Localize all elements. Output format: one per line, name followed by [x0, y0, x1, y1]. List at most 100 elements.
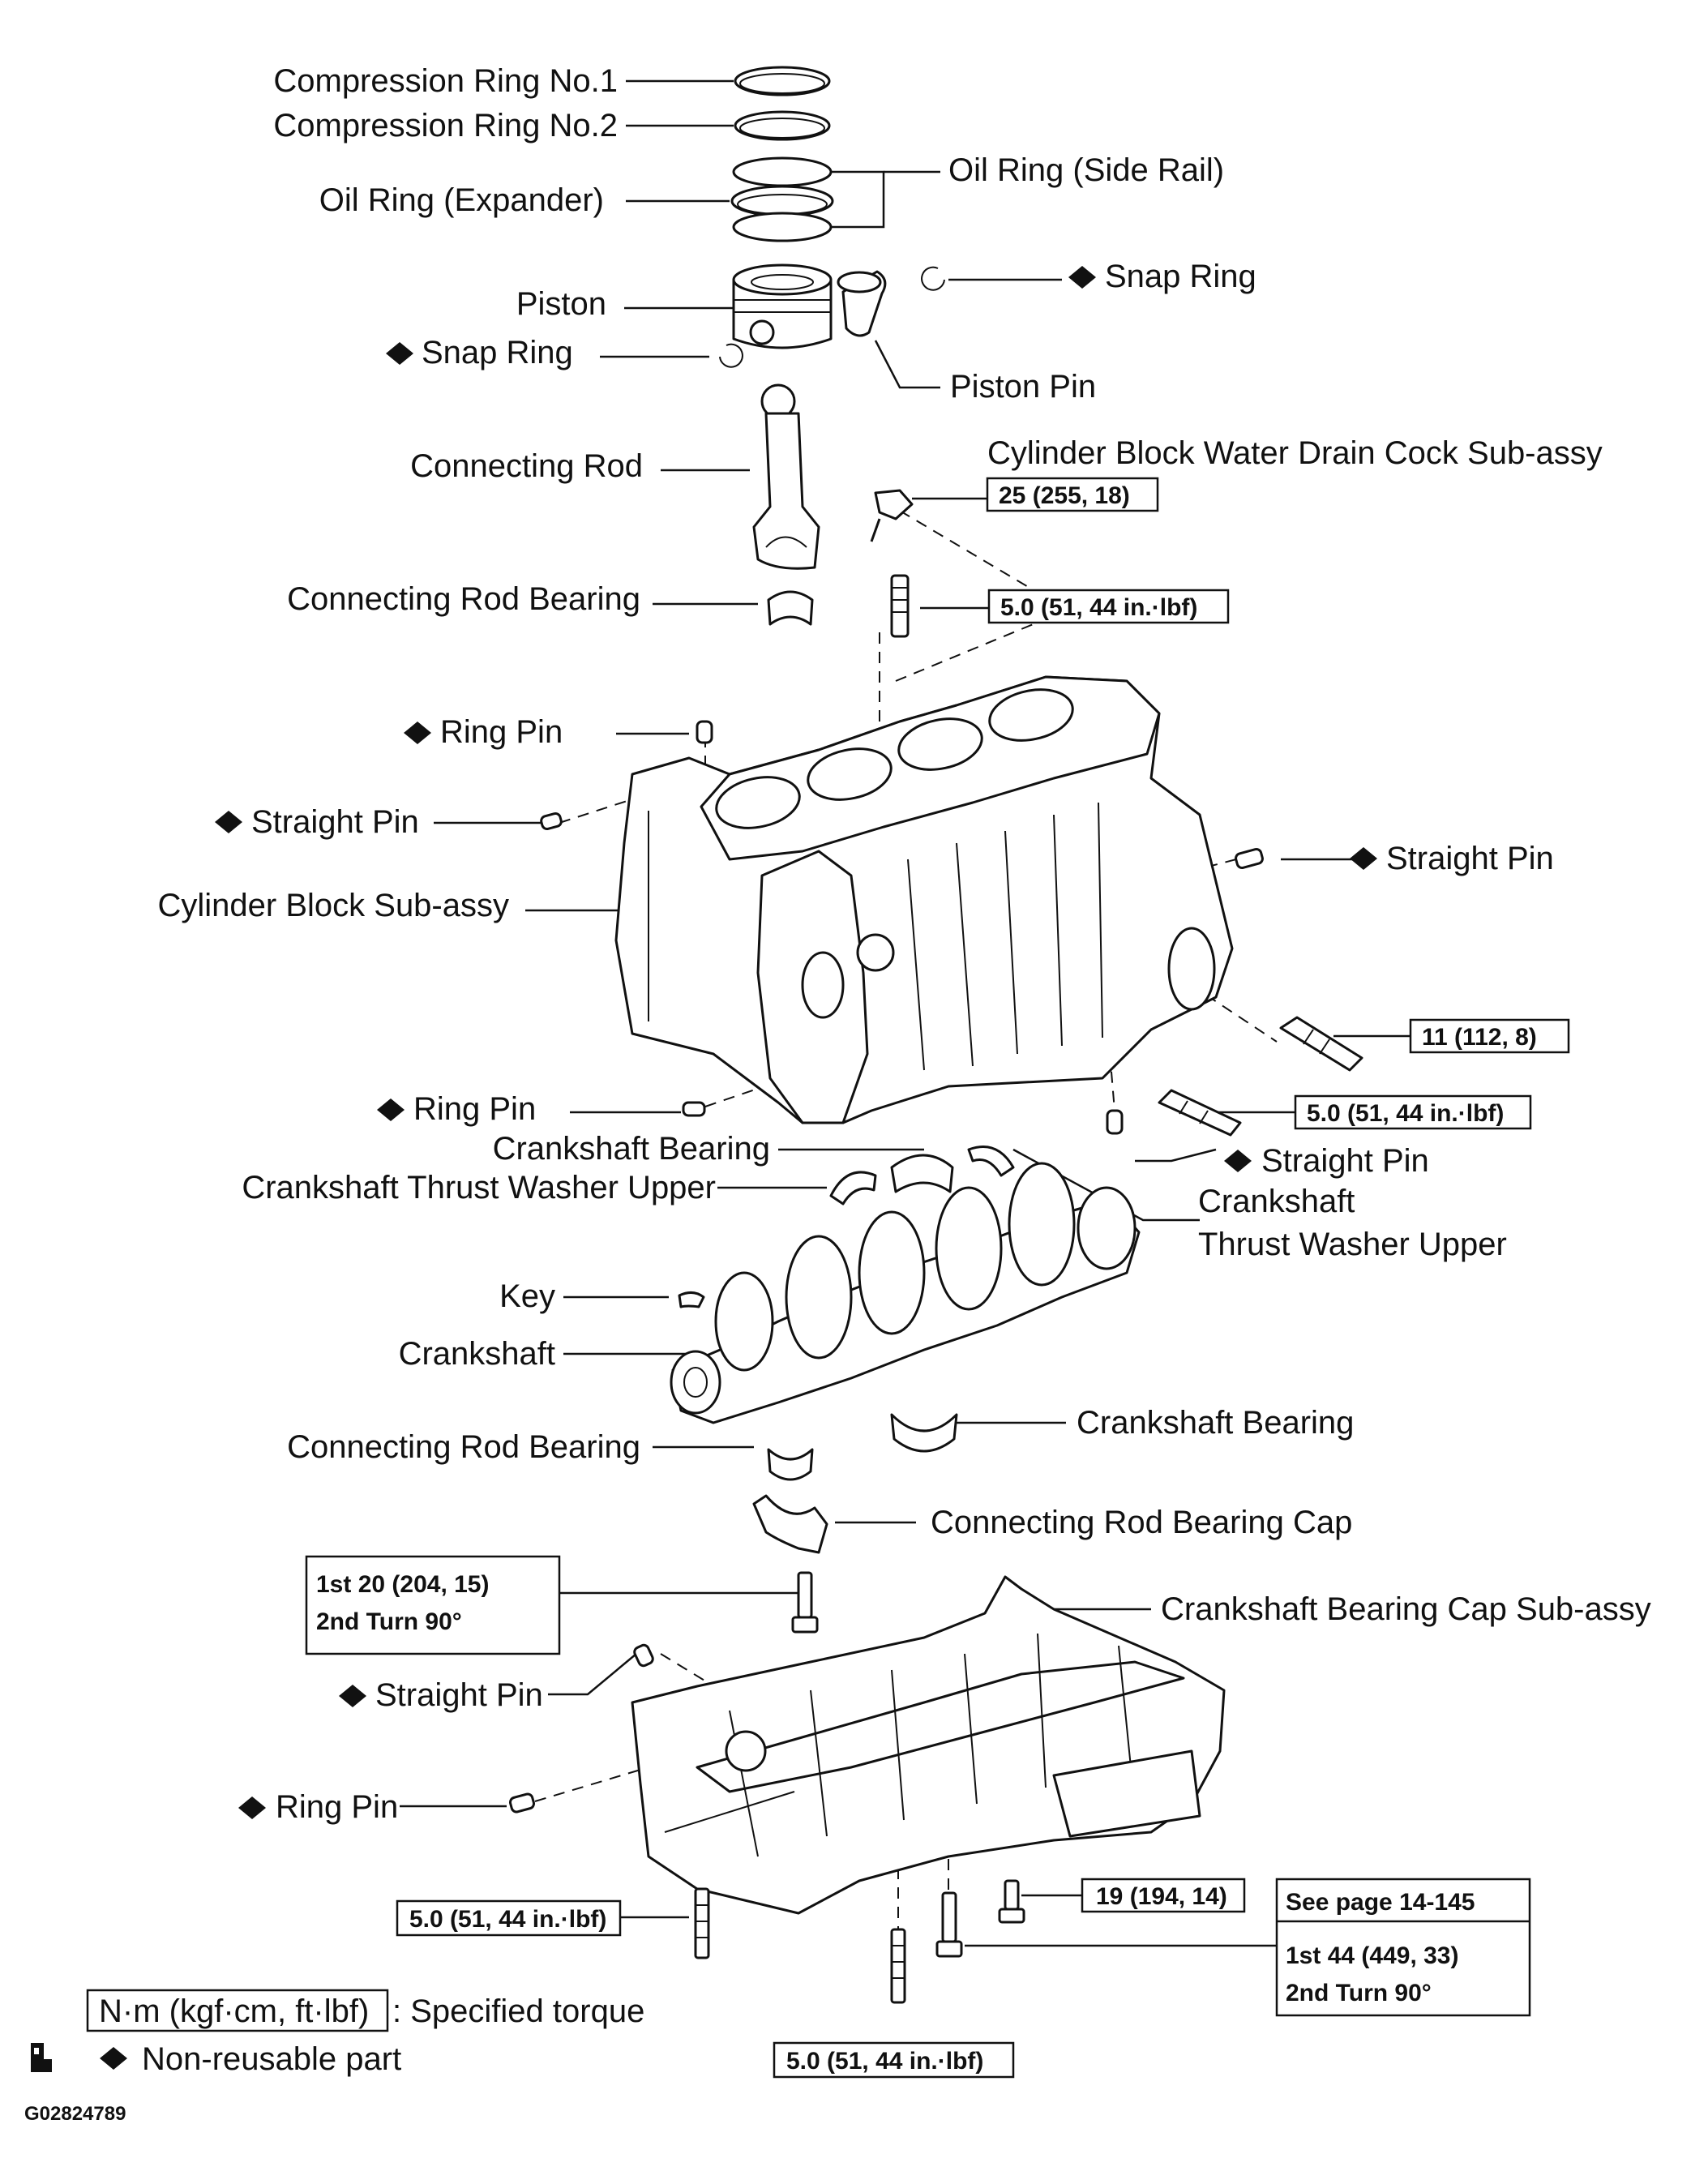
crankshaft-icon — [670, 1162, 1141, 1424]
torque-box-stud-bottom-left — [396, 1899, 622, 1937]
drain-cock-icon — [870, 489, 914, 542]
label-connecting-rod: Connecting Rod — [410, 448, 643, 484]
label-compression-ring-2: Compression Ring No.2 — [273, 108, 618, 143]
label-compression-ring-1: Compression Ring No.1 — [273, 63, 618, 99]
torque-box-main-bolt — [1275, 1878, 1531, 2017]
label-thrust-washer-upper-right-2: Thrust Washer Upper — [1198, 1227, 1507, 1262]
ring-pin-bottom-icon — [508, 1792, 536, 1814]
label-piston: Piston — [516, 286, 606, 322]
torque-box-bolt-19 — [1081, 1878, 1246, 1913]
diamond-icon — [339, 1685, 366, 1707]
stud-top-icon — [890, 574, 910, 638]
stud-mid-icon — [1158, 1089, 1242, 1137]
straight-pin-lower-right-icon — [1106, 1109, 1124, 1135]
torque-drain-cock: 25 (255, 18) — [999, 482, 1130, 509]
label-oil-ring-side-rail: Oil Ring (Side Rail) — [948, 152, 1224, 188]
label-crankshaft-bearing-lower: Crankshaft Bearing — [1077, 1405, 1354, 1441]
piston-pin-icon — [837, 270, 887, 337]
torque-box-stud-top — [987, 589, 1230, 624]
straight-pin-left-icon — [540, 812, 563, 830]
key-icon — [678, 1291, 705, 1308]
label-snap-ring-left: Snap Ring — [422, 335, 573, 370]
label-crankshaft: Crankshaft — [399, 1336, 555, 1372]
label-connecting-rod-bearing-upper: Connecting Rod Bearing — [287, 581, 640, 617]
torque-box-stud-right — [1409, 1018, 1570, 1054]
crankshaft-bearing-lower-icon — [890, 1413, 958, 1453]
label-ring-pin-top: Ring Pin — [440, 714, 563, 750]
label-ring-pin-bottom: Ring Pin — [276, 1789, 398, 1825]
label-crankshaft-bearing-upper: Crankshaft Bearing — [493, 1131, 770, 1167]
label-straight-pin-lower-right: Straight Pin — [1261, 1143, 1429, 1179]
torque-cap-bolt-line2: 2nd Turn 90° — [316, 1608, 462, 1635]
label-bearing-cap-subassy: Crankshaft Bearing Cap Sub-assy — [1161, 1591, 1651, 1627]
cap-bolt-icon — [791, 1571, 819, 1634]
torque-main-bolt-line2: 2nd Turn 90° — [1286, 1980, 1432, 2006]
label-drain-cock: Cylinder Block Water Drain Cock Sub-assy — [987, 435, 1603, 471]
oil-ring-icon — [730, 156, 834, 242]
legend-non-reusable: Non-reusable part — [142, 2041, 401, 2077]
ring-pin-top-icon — [696, 720, 713, 744]
label-thrust-washer-upper-right-1: Crankshaft — [1198, 1184, 1355, 1219]
label-straight-pin-right: Straight Pin — [1386, 841, 1554, 876]
label-piston-pin: Piston Pin — [950, 369, 1096, 405]
torque-stud-bottom-left: 5.0 (51, 44 in.·lbf) — [409, 1906, 606, 1933]
snap-ring-right-icon — [921, 266, 945, 291]
label-cylinder-block: Cylinder Block Sub-assy — [158, 888, 510, 923]
diamond-icon — [377, 1098, 405, 1121]
torque-box-drain-cock — [986, 477, 1159, 512]
leader-lines — [400, 79, 1410, 1947]
bolt-19-icon — [998, 1879, 1025, 1924]
label-key: Key — [499, 1278, 555, 1314]
stud-bottom-left-icon — [694, 1887, 710, 1959]
connecting-rod-icon — [752, 383, 820, 570]
torque-box-cap-bolt — [305, 1555, 561, 1655]
diamond-icon — [404, 722, 431, 744]
connecting-rod-bearing-lower-icon — [767, 1448, 814, 1481]
torque-see-page: See page 14-145 — [1286, 1889, 1475, 1916]
torque-main-bolt-line1: 1st 44 (449, 33) — [1286, 1942, 1458, 1969]
diamond-icon — [1224, 1150, 1252, 1172]
torque-bolt-19: 19 (194, 14) — [1096, 1883, 1227, 1910]
label-ring-pin-mid: Ring Pin — [413, 1091, 536, 1127]
thrust-washer-upper-left-icon — [829, 1171, 877, 1205]
page-corner-icon — [31, 2043, 52, 2072]
label-snap-ring-right: Snap Ring — [1105, 259, 1256, 294]
torque-cap-bolt-line1: 1st 20 (204, 15) — [316, 1571, 489, 1598]
stud-bottom-icon — [890, 1928, 906, 2004]
diamond-icon — [1068, 266, 1096, 289]
straight-pin-right-icon — [1235, 848, 1264, 869]
label-thrust-washer-upper-left: Crankshaft Thrust Washer Upper — [242, 1170, 716, 1205]
stud-right-icon — [1279, 1016, 1363, 1072]
diamond-icon — [1350, 847, 1377, 870]
connecting-rod-bearing-upper-icon — [767, 590, 814, 626]
diamond-icon — [386, 342, 413, 365]
torque-stud-top: 5.0 (51, 44 in.·lbf) — [1000, 594, 1197, 621]
crankshaft-bearing-upper-icon — [890, 1154, 954, 1193]
torque-box-stud-mid — [1294, 1094, 1532, 1130]
label-connecting-rod-bearing-cap: Connecting Rod Bearing Cap — [931, 1505, 1352, 1540]
legend-torque-box — [86, 1989, 389, 2032]
torque-box-stud-bottom — [773, 2041, 1015, 2079]
piston-icon — [732, 263, 833, 349]
snap-ring-left-icon — [719, 343, 743, 368]
legend: N·m (kgf·cm, ft·lbf) : Specified torque … — [86, 1989, 644, 2077]
torque-stud-right: 11 (112, 8) — [1422, 1024, 1537, 1051]
cylinder-block-icon — [614, 675, 1234, 1124]
compression-ring-2-icon — [734, 110, 831, 141]
thrust-washer-upper-right-icon — [967, 1146, 1015, 1177]
diamond-icon — [238, 1796, 266, 1819]
legend-torque-desc: : Specified torque — [392, 1993, 644, 2029]
label-straight-pin-bottom: Straight Pin — [375, 1677, 543, 1713]
label-oil-ring-expander: Oil Ring (Expander) — [319, 182, 604, 218]
straight-pin-bottom-icon — [633, 1643, 654, 1668]
connecting-rod-cap-icon — [752, 1494, 828, 1554]
label-connecting-rod-bearing-lower: Connecting Rod Bearing — [287, 1429, 640, 1465]
diamond-icon — [215, 811, 242, 833]
compression-ring-1-icon — [734, 66, 831, 96]
bearing-cap-subassy-icon — [631, 1575, 1226, 1915]
legend-torque-unit: N·m (kgf·cm, ft·lbf) — [99, 1993, 369, 2029]
figure-id: G02824789 — [24, 2103, 126, 2125]
torque-stud-bottom: 5.0 (51, 44 in.·lbf) — [786, 2048, 983, 2075]
label-straight-pin-left: Straight Pin — [251, 804, 419, 840]
